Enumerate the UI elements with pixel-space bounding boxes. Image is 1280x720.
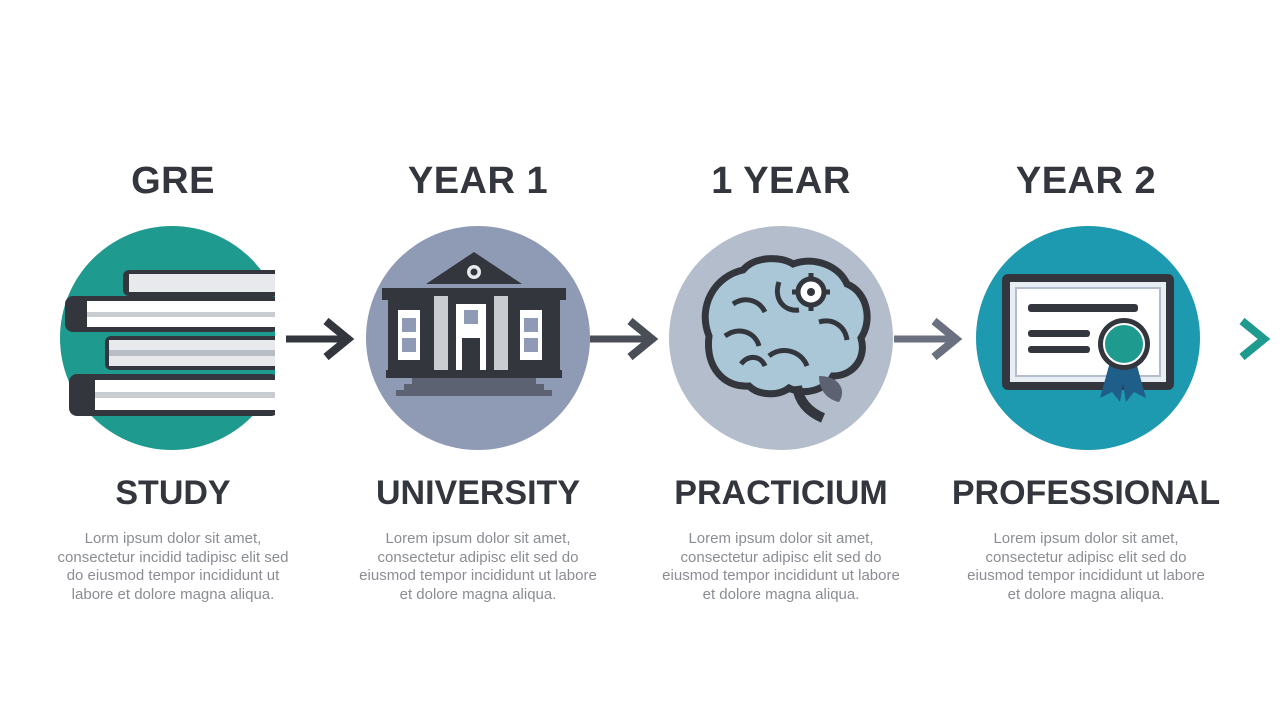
step-time-label: 1 YEAR	[711, 160, 851, 202]
step-time-label: GRE	[131, 160, 215, 202]
step-description: Lorem ipsum dolor sit amet, consectetur …	[967, 530, 1205, 603]
certificate-icon	[976, 226, 1200, 450]
step-title: STUDY	[115, 474, 231, 512]
step-title: PROFESSIONAL	[951, 474, 1221, 512]
step-description: Lorem ipsum dolor sit amet, consectetur …	[359, 530, 597, 603]
arrow-right-icon	[894, 317, 963, 361]
university-building-icon	[366, 226, 590, 450]
brain-gear-icon	[669, 226, 893, 450]
arrow-right-icon	[1198, 317, 1271, 361]
step-title: UNIVERSITY	[375, 474, 581, 512]
step-title: PRACTICIUM	[674, 474, 888, 512]
arrow-right-icon	[590, 317, 659, 361]
step-description: Lorem ipsum dolor sit amet, consectetur …	[662, 530, 900, 603]
books-icon	[60, 226, 287, 450]
step-time-label: YEAR 1	[407, 160, 549, 202]
arrow-right-icon	[286, 317, 355, 361]
step-time-label: YEAR 2	[1015, 160, 1157, 202]
step-description: Lorm ipsum dolor sit amet, consectetur i…	[57, 530, 289, 603]
